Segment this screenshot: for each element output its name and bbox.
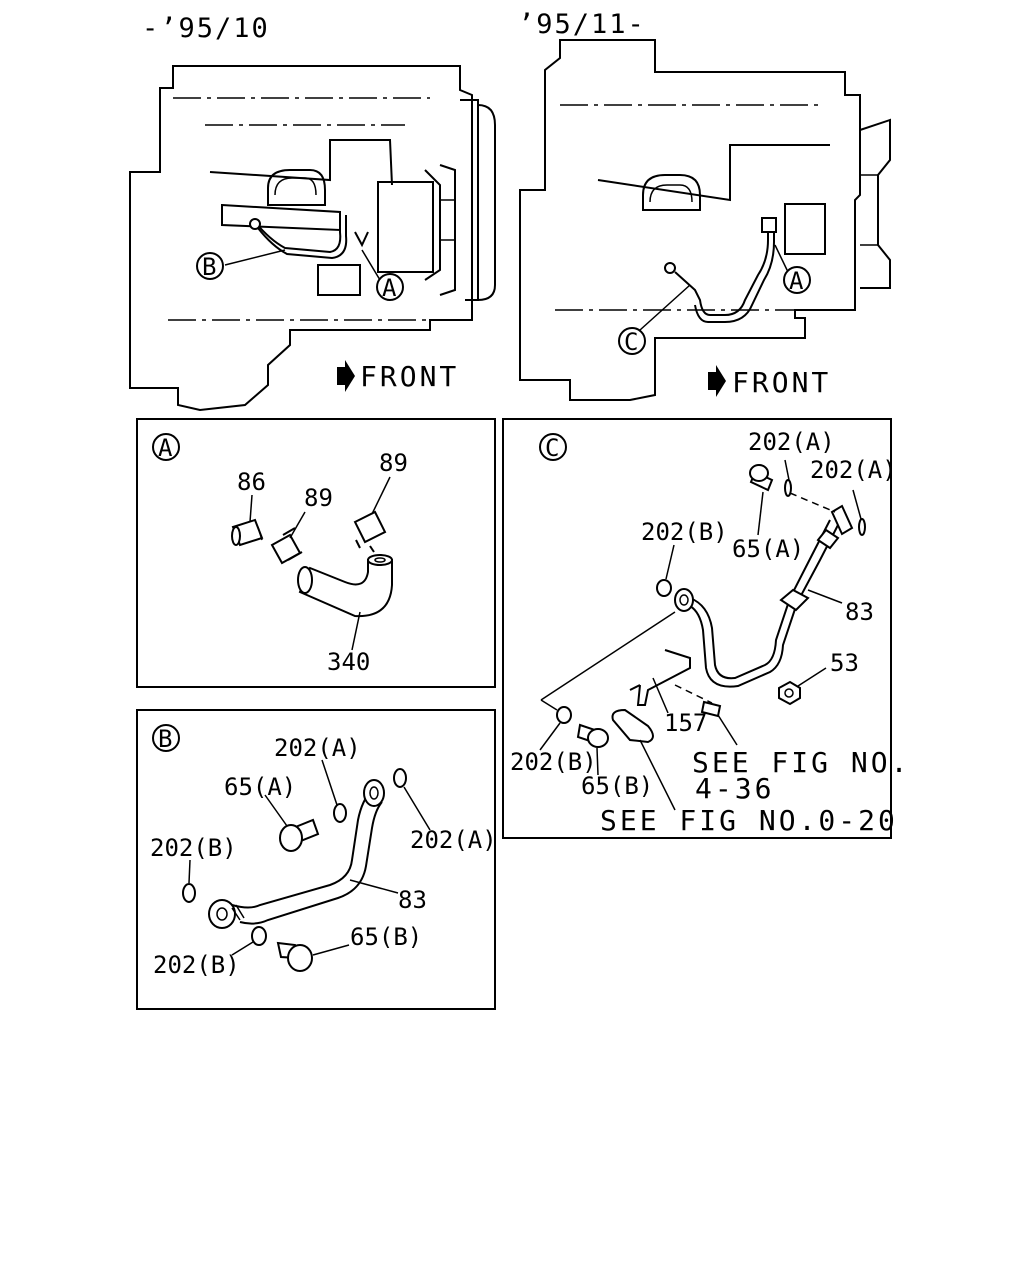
panel-a: A 86 89 89 340 bbox=[136, 418, 496, 688]
callout-c-marker bbox=[618, 327, 646, 355]
label-b-202b-left: 202(B) bbox=[150, 834, 237, 862]
callout-b-marker bbox=[196, 252, 224, 280]
label-b-202a-right: 202(A) bbox=[410, 826, 497, 854]
panel-c: C 202(A) 202(A) bbox=[502, 418, 910, 839]
label-b-202a-top: 202(A) bbox=[274, 734, 361, 762]
label-b-65b: 65(B) bbox=[350, 923, 422, 951]
label-b-83: 83 bbox=[398, 886, 427, 914]
label-c-83: 83 bbox=[845, 598, 874, 626]
panel-b-frame bbox=[136, 709, 496, 1010]
ref-fig-line1: SEE FIG NO. bbox=[692, 746, 910, 779]
label-b-202b-bottom: 202(B) bbox=[153, 951, 240, 979]
ref-fig-line2: 4-36 bbox=[695, 772, 774, 805]
label-c-202b-top: 202(B) bbox=[641, 518, 728, 546]
panel-a-frame bbox=[136, 418, 496, 688]
header-right: ’95/11- bbox=[518, 9, 646, 40]
callout-a-marker bbox=[376, 273, 404, 301]
label-c-53: 53 bbox=[830, 649, 859, 677]
front-label-right: FRONT bbox=[732, 366, 831, 399]
label-89-right: 89 bbox=[379, 449, 408, 477]
ref-fig-bottom: SEE FIG NO.0-20 bbox=[600, 804, 898, 837]
panel-b-letter: B bbox=[158, 725, 172, 753]
callout-a-right: A bbox=[789, 267, 804, 295]
label-c-157: 157 bbox=[664, 709, 707, 737]
panel-b: B 202(A) 65(A) 202(A) 202(B) 83 65(B) bbox=[136, 709, 497, 1010]
front-label-left: FRONT bbox=[360, 360, 459, 393]
panel-a-letter: A bbox=[158, 434, 173, 462]
callout-b-left: B bbox=[202, 253, 216, 281]
label-89-left: 89 bbox=[304, 484, 333, 512]
label-c-202b-bottom: 202(B) bbox=[510, 748, 597, 776]
label-c-65a: 65(A) bbox=[732, 535, 804, 563]
label-86: 86 bbox=[237, 468, 266, 496]
front-arrow-left-icon bbox=[337, 360, 355, 392]
label-c-202a-right: 202(A) bbox=[810, 456, 897, 484]
callout-c-right: C bbox=[624, 328, 638, 356]
engine-view-left: B A bbox=[129, 65, 496, 412]
engine-view-right: A C bbox=[519, 39, 891, 401]
callout-a-left: A bbox=[382, 274, 397, 302]
front-arrow-right-icon bbox=[708, 365, 726, 397]
label-c-65b: 65(B) bbox=[581, 772, 653, 800]
label-c-202a-top: 202(A) bbox=[748, 428, 835, 456]
label-340: 340 bbox=[327, 648, 370, 676]
callout-a-marker-right bbox=[783, 266, 811, 294]
panel-c-frame bbox=[502, 418, 892, 839]
panel-c-letter: C bbox=[545, 434, 559, 462]
header-left: -’95/10 bbox=[142, 13, 270, 44]
label-b-65a: 65(A) bbox=[224, 773, 296, 801]
